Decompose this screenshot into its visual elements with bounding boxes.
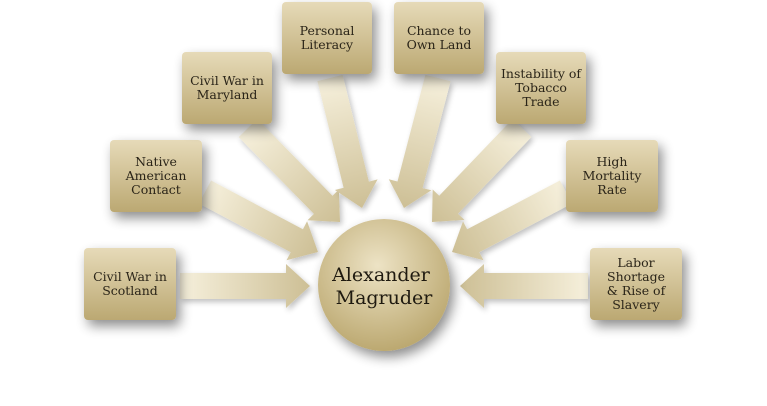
factor-label-line: Instability of [501,66,582,81]
factor-label-line: Mortality [583,168,643,183]
arrow-civil-war-scotland [180,264,310,308]
factor-label-line: Trade [522,94,559,109]
arrow-labor-shortage-slavery [460,264,588,308]
factor-box-bg [282,2,372,74]
factor-label-line: Chance to [407,23,471,38]
arrow-personal-literacy [317,74,378,209]
factor-label-line: Labor [617,255,654,270]
factor-label-line: Native [135,154,177,169]
center-label: Alexander Magruder [331,264,436,309]
factor-box-bg [84,248,176,320]
factor-label-line: Contact [131,182,181,197]
arrows-layer [180,74,588,308]
factor-label-line: Maryland [197,87,258,102]
factor-label-line: American [125,168,187,183]
factor-box-bg [182,52,272,124]
center-label-line-1: Alexander [331,264,431,286]
arrow-native-american-contact [198,180,318,261]
arrow-civil-war-maryland [238,118,340,222]
center-circle [318,219,450,351]
factor-label-line: Personal [300,23,355,38]
factor-box-bg [496,52,586,124]
factor-label-line: Own Land [407,37,472,52]
center-node: Alexander Magruder [318,219,450,351]
factor-box-bg [590,248,682,320]
factor-label-line: Slavery [612,297,660,312]
factor-label-line: Literacy [301,37,354,52]
arrow-chance-to-own-land [388,74,451,208]
arrow-high-mortality-rate [452,180,573,261]
factor-label-line: Tobacco [515,80,567,95]
factor-label-line: Scotland [102,283,158,298]
factor-box-bg [566,140,658,212]
factor-label-line: Civil War in [190,73,264,88]
factor-label-line: Shortage [607,269,665,284]
factor-label-line: & Rise of [607,283,667,298]
factor-box-bg [394,2,484,74]
center-label-line-2: Magruder [336,287,434,309]
factor-box-bg [110,140,202,212]
factor-label-line: Civil War in [93,269,167,284]
factor-label-line: Rate [597,182,627,197]
arrow-instability-tobacco-trade [432,119,532,222]
factor-label-line: High [597,154,628,169]
